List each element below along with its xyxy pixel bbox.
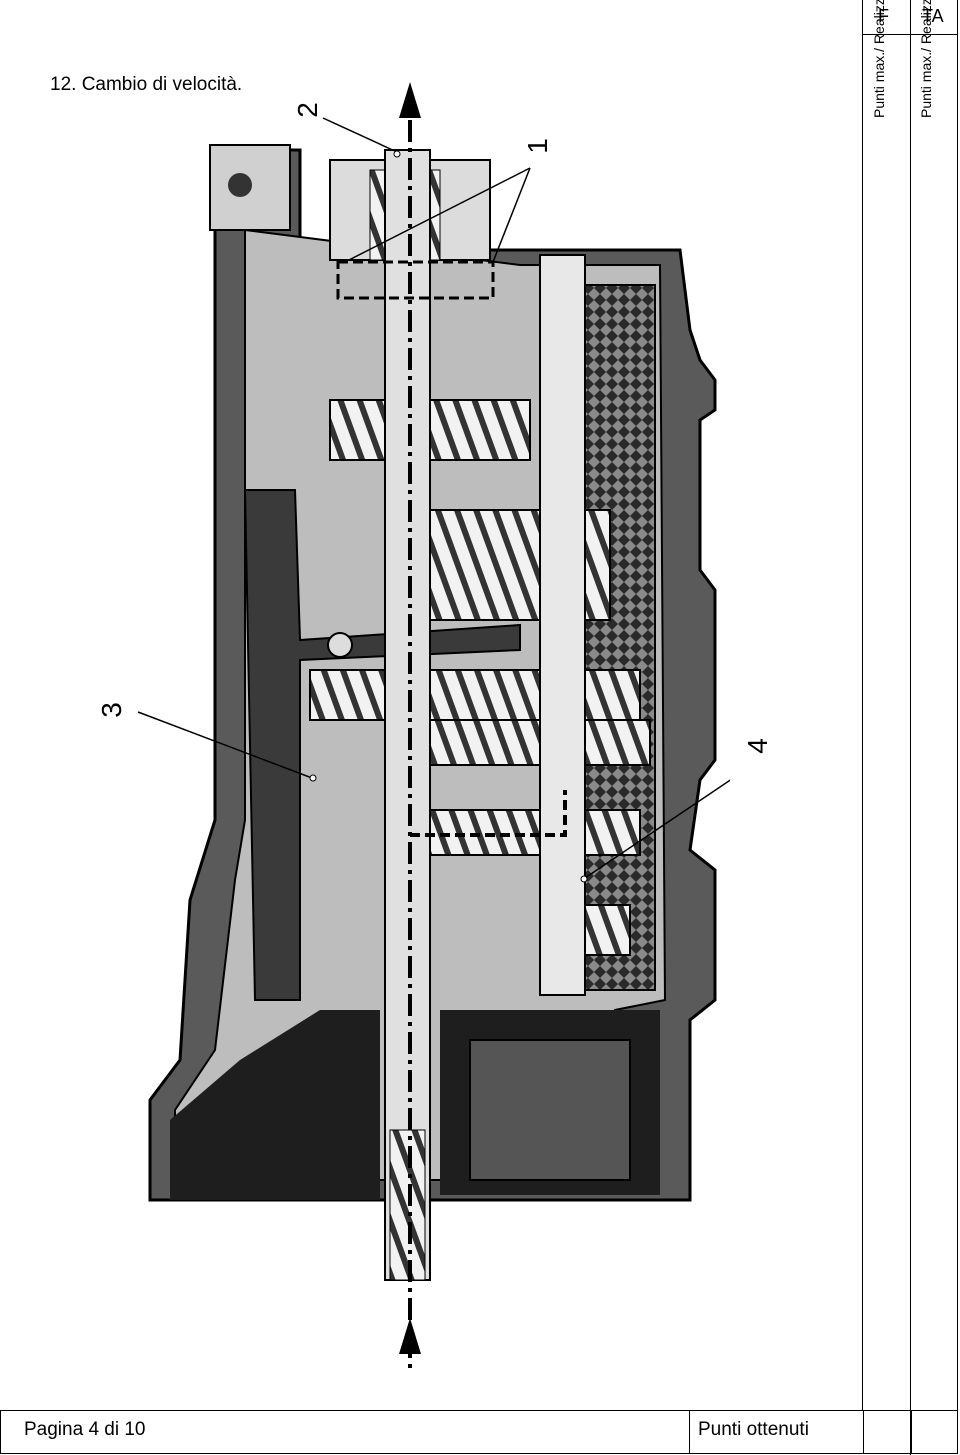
column-ta-subheader: Punti max./ Realizzati xyxy=(918,0,934,118)
callout-3: 3 xyxy=(95,702,127,718)
gearbox-cross-section-image xyxy=(137,82,730,1370)
column-divider xyxy=(910,0,911,1455)
gear-set-2 xyxy=(309,669,641,721)
main-shaft xyxy=(384,149,431,1281)
question-title: 12. Cambio di velocità. xyxy=(50,74,243,95)
gear-set-3 xyxy=(419,719,651,766)
countershaft xyxy=(539,254,586,996)
column-f-header: F xyxy=(878,6,889,26)
highlight-box-1 xyxy=(336,260,495,300)
page-number: Pagina 4 di 10 xyxy=(24,1419,146,1440)
gear-set-4 xyxy=(419,809,641,856)
callout-2: 2 xyxy=(291,102,323,118)
sump xyxy=(170,1010,380,1200)
column-header-rule xyxy=(862,34,958,35)
crosshatch-casing xyxy=(584,284,656,991)
callout-1: 1 xyxy=(521,138,553,154)
axis-arrow-top xyxy=(399,82,421,118)
highlight-path-4 xyxy=(410,790,567,837)
callout-4: 4 xyxy=(741,738,773,754)
scoring-columns xyxy=(862,0,958,1410)
footer-bar xyxy=(0,1410,958,1454)
column-ta-header: TA xyxy=(922,6,944,26)
points-obtained-label: Punti ottenuti xyxy=(698,1419,809,1440)
column-f-subheader: Punti max./ Realizzati xyxy=(871,0,887,118)
shift-fork xyxy=(243,489,521,1001)
axis-arrow-bottom xyxy=(399,1318,421,1354)
